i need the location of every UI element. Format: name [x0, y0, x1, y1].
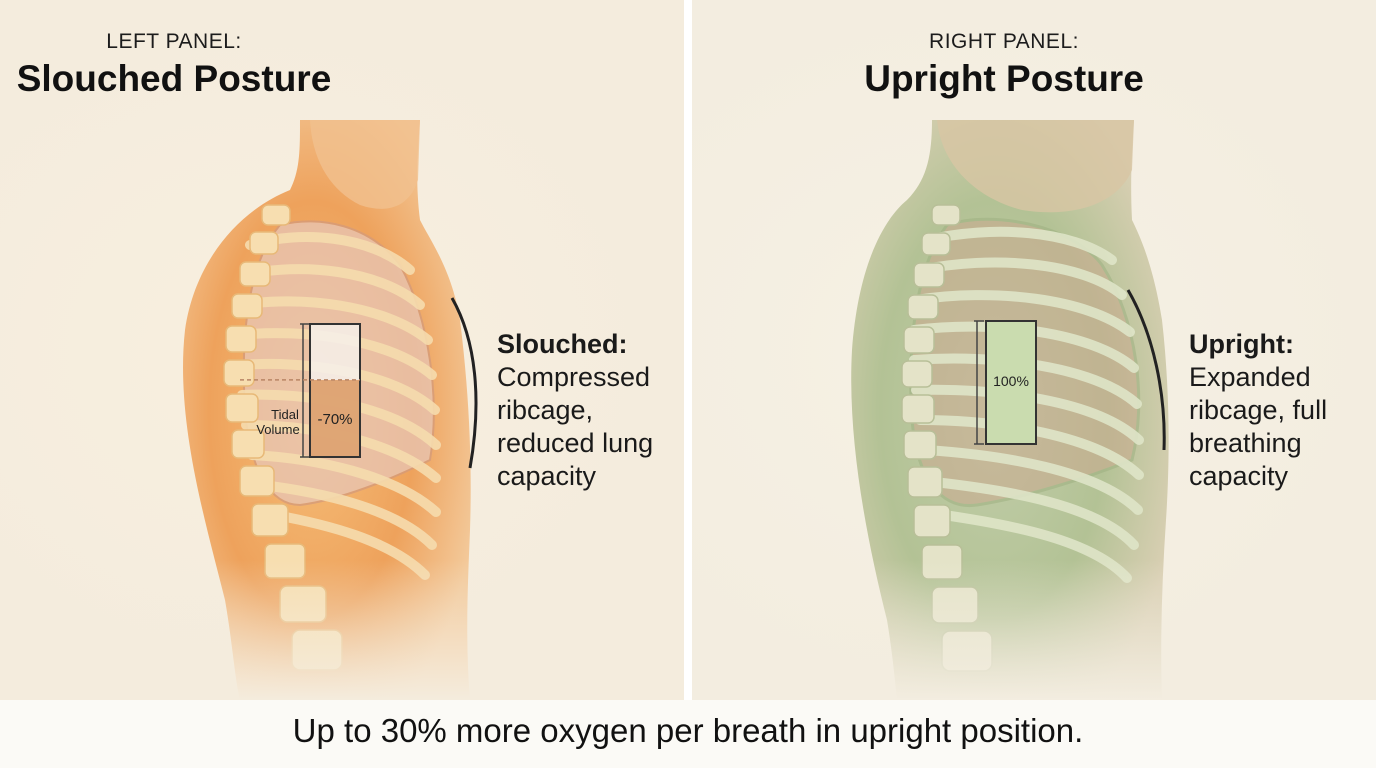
slouched-torso-illustration: -70% Tidal Volume — [0, 0, 684, 700]
left-panel-title: Slouched Posture — [16, 58, 332, 99]
gauge-side-label-line1: Tidal — [271, 407, 299, 422]
gauge-fill — [311, 380, 359, 456]
gauge-value-label: -70% — [317, 411, 352, 428]
left-panel-label: LEFT PANEL: — [106, 30, 242, 53]
panel-divider — [684, 0, 692, 700]
right-panel-title: Upright Posture — [864, 58, 1144, 99]
callout-line: capacity — [1189, 461, 1289, 491]
chest-bracket — [1126, 289, 1166, 451]
right-panel: 100% RIGHT PANEL: Upright Posture Uprigh… — [692, 0, 1376, 700]
callout-line: Expanded — [1189, 362, 1311, 392]
callout-line: ribcage, full — [1189, 395, 1328, 425]
callout-heading: Slouched: — [497, 329, 628, 359]
callout-line: Compressed — [497, 362, 651, 392]
gauge-side-label-line2: Volume — [256, 422, 299, 437]
slouched-callout: Slouched: Compressed ribcage, reduced lu… — [497, 328, 677, 493]
gauge-fill — [987, 322, 1035, 443]
callout-line: breathing — [1189, 428, 1302, 458]
callout-line: ribcage, — [497, 395, 594, 425]
callout-line: reduced lung — [497, 428, 654, 458]
chest-bracket — [450, 297, 478, 469]
right-panel-label: RIGHT PANEL: — [929, 30, 1079, 53]
gauge-value-label: 100% — [993, 373, 1029, 389]
breathing-capacity-gauge: 100% — [974, 320, 1037, 445]
callout-heading: Upright: — [1189, 329, 1294, 359]
tidal-volume-gauge: -70% Tidal Volume — [240, 323, 361, 458]
footer-caption: Up to 30% more oxygen per breath in upri… — [292, 712, 1084, 749]
footer-banner: Up to 30% more oxygen per breath in upri… — [0, 700, 1376, 768]
callout-line: capacity — [497, 461, 597, 491]
upright-callout: Upright: Expanded ribcage, full breathin… — [1189, 328, 1369, 493]
upright-torso-illustration: 100% — [692, 0, 1376, 700]
left-panel: -70% Tidal Volume LEFT PANEL: Slouched P… — [0, 0, 684, 700]
